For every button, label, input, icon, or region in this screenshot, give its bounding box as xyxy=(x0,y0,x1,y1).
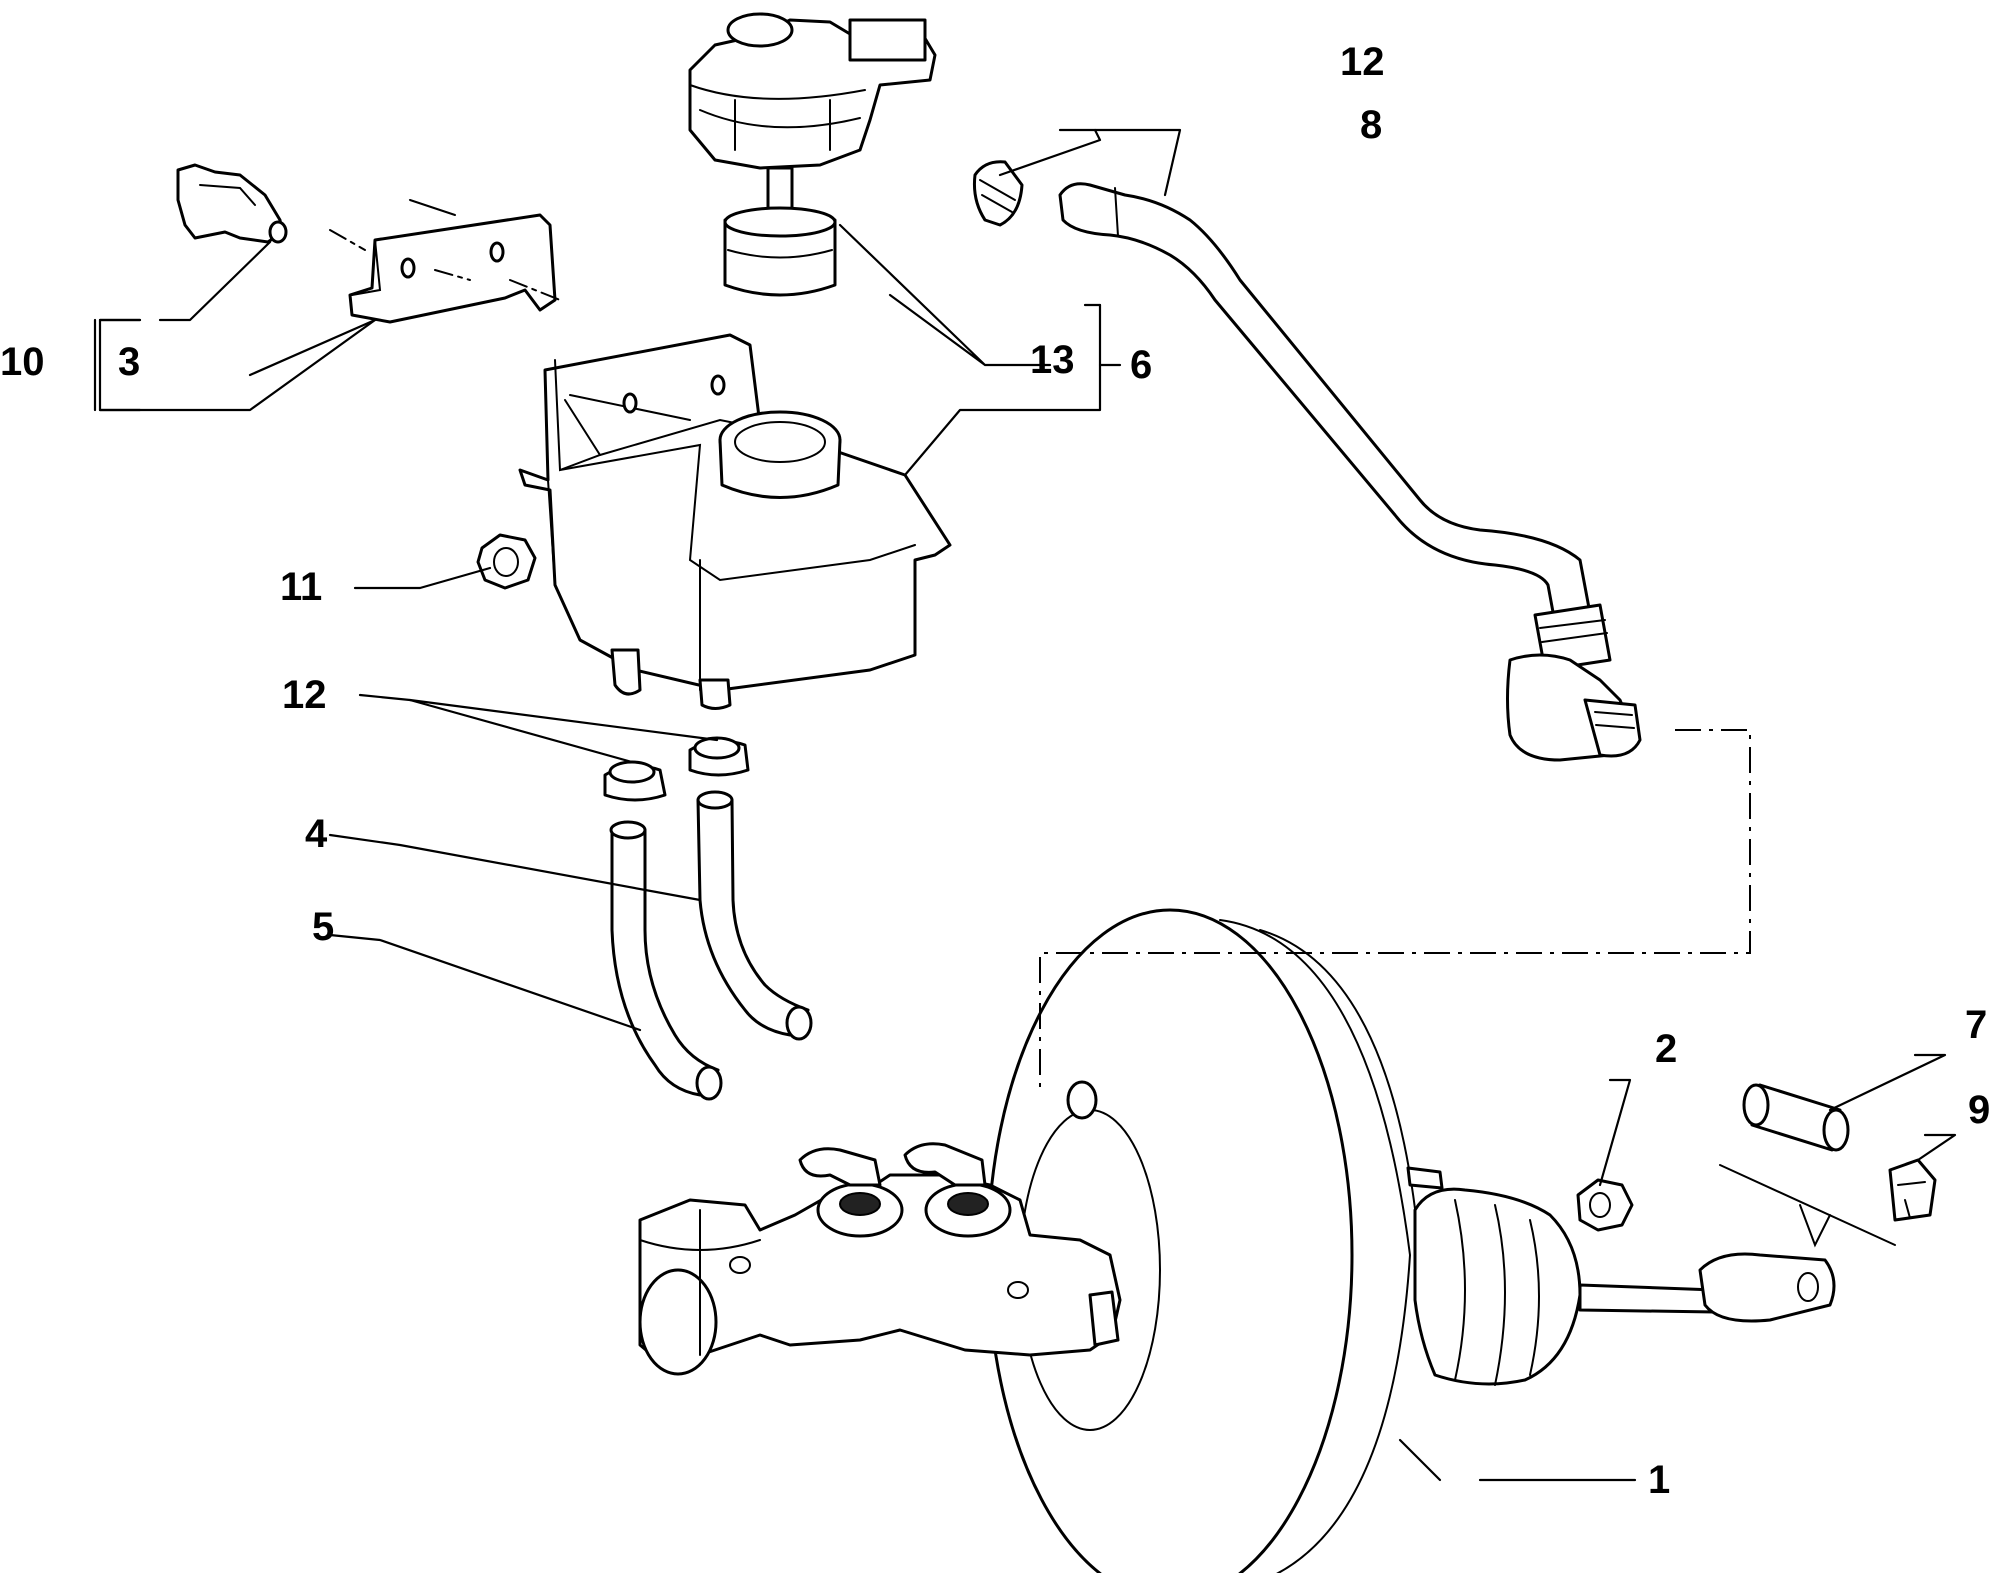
clevis-arrow xyxy=(1799,1204,1831,1248)
nut-2 xyxy=(1576,1178,1634,1232)
leader-lines xyxy=(93,128,1957,1482)
callout-11: 11 xyxy=(280,565,322,609)
callout-13: 13 xyxy=(1030,338,1075,382)
callout-2: 2 xyxy=(1655,1027,1677,1071)
callout-4: 4 xyxy=(305,812,328,856)
hose-clamps-pair xyxy=(603,736,750,802)
nut xyxy=(476,533,537,590)
pin xyxy=(1742,1083,1850,1152)
reservoir-cap-assembly xyxy=(688,12,937,297)
brake-booster xyxy=(986,908,1836,1573)
retaining-clip xyxy=(1888,1158,1937,1222)
callout-3: 3 xyxy=(118,340,140,384)
callout-8: 8 xyxy=(1360,103,1382,147)
callout-6: 6 xyxy=(1130,343,1152,387)
callout-10: 10 xyxy=(0,340,45,384)
callout-5: 5 xyxy=(312,905,334,949)
callout-12-top: 12 xyxy=(1340,40,1385,84)
brake-fluid-reservoir xyxy=(518,333,952,710)
callout-12-bottom: 12 xyxy=(282,673,327,717)
hose-4 xyxy=(696,790,813,1041)
reservoir-bracket xyxy=(329,199,561,324)
clip-part xyxy=(176,163,288,244)
callout-9: 9 xyxy=(1968,1088,1990,1132)
callout-1: 1 xyxy=(1648,1458,1670,1502)
hose-clamp-top xyxy=(973,160,1024,227)
callout-7: 7 xyxy=(1965,1003,1987,1047)
clevis-axis-line xyxy=(1719,1164,1896,1246)
vacuum-hose xyxy=(1058,182,1642,762)
master-cylinder xyxy=(638,1142,1122,1376)
assembly-dash-line xyxy=(1039,729,1751,1095)
